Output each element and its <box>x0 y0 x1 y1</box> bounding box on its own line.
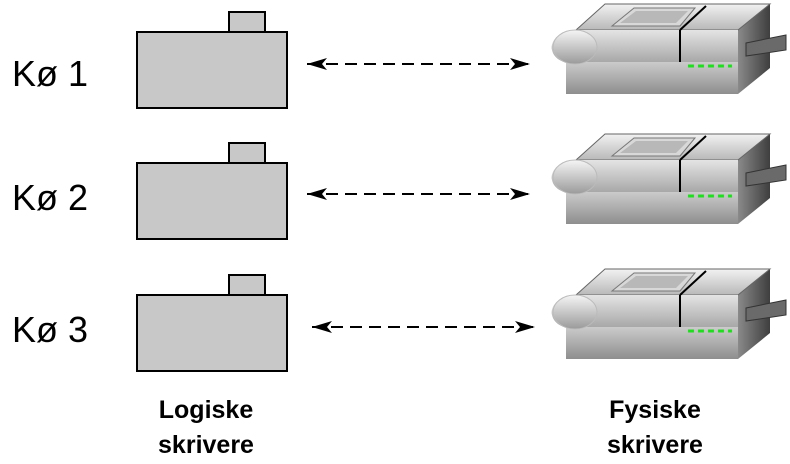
caption-logical-line1: Logiske <box>158 396 254 424</box>
physical-printer-icon-1 <box>550 2 788 96</box>
caption-logical-printers: Logiske skrivere <box>128 393 284 463</box>
caption-logical-line2: skrivere <box>158 431 254 459</box>
logical-printer-icon-3 <box>136 274 288 372</box>
queue-label-3: Kø 3 <box>12 309 89 350</box>
physical-printer-icon-3 <box>550 267 788 361</box>
logical-printer-icon-1 <box>136 11 288 109</box>
caption-physical-printers: Fysiske skrivere <box>575 393 735 463</box>
logical-printer-icon-2 <box>136 142 288 240</box>
caption-physical-line1: Fysiske <box>609 396 701 424</box>
caption-physical-line2: skrivere <box>607 431 703 459</box>
physical-printer-icon-2 <box>550 132 788 226</box>
queue-label-1: Kø 1 <box>12 53 89 94</box>
queue-label-2: Kø 2 <box>12 177 89 218</box>
